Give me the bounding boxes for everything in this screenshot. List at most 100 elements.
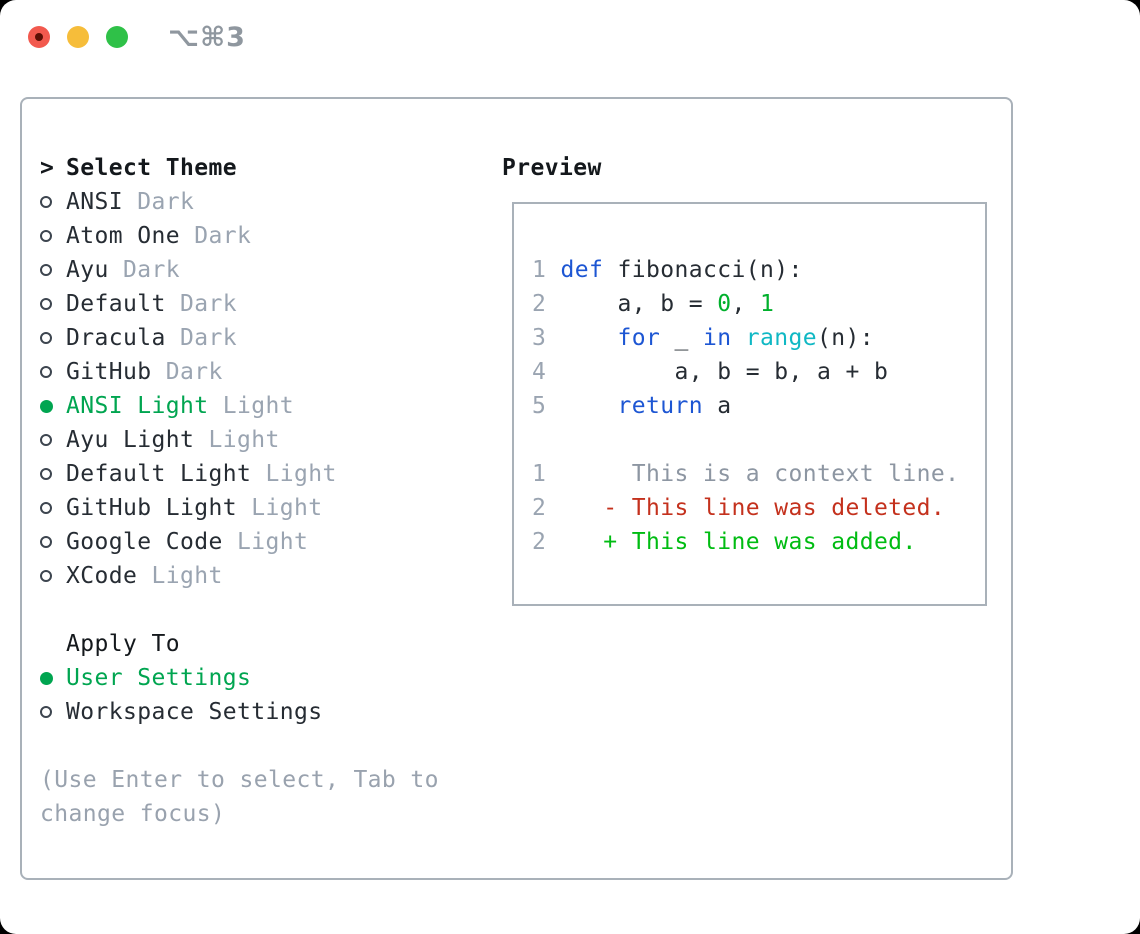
theme-option[interactable]: GitHub Light Light <box>40 491 337 525</box>
theme-option-radio[interactable] <box>40 434 66 446</box>
zoom-button[interactable] <box>106 26 128 48</box>
code-segment-num: 5 <box>532 393 561 419</box>
cursor-indicator: > <box>40 155 55 181</box>
theme-option-radio[interactable] <box>40 332 66 344</box>
theme-option-radio[interactable] <box>40 366 66 378</box>
code-segment-numlit: 1 <box>759 291 775 317</box>
code-line: 3 for _ in range(n): <box>532 321 985 355</box>
keyboard-shortcut-label: ⌥⌘3 <box>168 22 246 53</box>
unsaved-changes-dot <box>35 33 43 41</box>
theme-option-radio[interactable] <box>40 399 66 413</box>
radio-unselected-icon <box>40 570 52 582</box>
code-segment-plain: , <box>731 291 760 317</box>
code-line: 2 - This line was deleted. <box>532 491 985 525</box>
theme-option-variant: Light <box>137 563 223 589</box>
theme-option[interactable]: Ayu Dark <box>40 253 337 287</box>
radio-unselected-icon <box>40 502 52 514</box>
theme-option-radio[interactable] <box>40 536 66 548</box>
theme-option[interactable]: ANSI Dark <box>40 185 337 219</box>
theme-option-variant: Dark <box>165 291 237 317</box>
radio-unselected-icon <box>40 468 52 480</box>
theme-option[interactable]: Atom One Dark <box>40 219 337 253</box>
theme-option-label: GitHub Light <box>66 495 237 521</box>
theme-option[interactable]: Google Code Light <box>40 525 337 559</box>
minimize-button[interactable] <box>67 26 89 48</box>
code-segment-num: 1 <box>532 257 561 283</box>
theme-option-variant: Dark <box>179 223 252 249</box>
theme-option-radio[interactable] <box>40 502 66 514</box>
code-segment-kw: def <box>560 257 604 283</box>
apply-option-radio[interactable] <box>40 706 66 718</box>
code-segment-add: + This line was added. <box>560 529 917 555</box>
code-segment-plain: a, b = <box>560 291 718 317</box>
theme-option[interactable]: Default Light Light <box>40 457 337 491</box>
theme-option-radio[interactable] <box>40 230 66 242</box>
radio-unselected-icon <box>40 196 52 208</box>
radio-selected-icon <box>40 399 53 413</box>
preview-header: Preview <box>502 155 602 181</box>
theme-option-label: GitHub <box>66 359 152 385</box>
theme-option[interactable]: Ayu Light Light <box>40 423 337 457</box>
theme-option-variant: Dark <box>108 257 180 283</box>
theme-option-variant: Light <box>251 461 337 487</box>
code-segment-num: 2 <box>532 529 561 555</box>
code-segment-plain <box>732 325 746 351</box>
theme-option-radio[interactable] <box>40 570 66 582</box>
theme-option[interactable]: Default Dark <box>40 287 337 321</box>
hint-line-2: change focus) <box>40 801 226 827</box>
theme-option-variant: Dark <box>123 189 195 215</box>
code-segment-num: 1 <box>532 461 561 487</box>
theme-option-label: Google Code <box>66 529 223 555</box>
theme-option-variant: Light <box>194 427 280 453</box>
code-segment-del: - This line was deleted. <box>560 495 946 521</box>
titlebar: ⌥⌘3 <box>0 0 1140 75</box>
code-segment-kw: return <box>617 393 703 419</box>
theme-option-label: Ayu <box>66 257 109 283</box>
theme-option-label: Dracula <box>66 325 166 351</box>
code-segment-plain: a <box>702 393 732 419</box>
code-segment-plain: (n): <box>817 325 874 351</box>
theme-option[interactable]: Dracula Dark <box>40 321 337 355</box>
radio-unselected-icon <box>40 230 52 242</box>
theme-option-label: Atom One <box>66 223 180 249</box>
apply-option-label: User Settings <box>66 665 252 691</box>
theme-option[interactable]: GitHub Dark <box>40 355 337 389</box>
theme-option[interactable]: XCode Light <box>40 559 337 593</box>
theme-option-radio[interactable] <box>40 196 66 208</box>
code-line: 2 + This line was added. <box>532 525 985 559</box>
theme-option-variant: Light <box>208 393 294 419</box>
theme-option-radio[interactable] <box>40 298 66 310</box>
theme-option[interactable]: ANSI Light Light <box>40 389 337 423</box>
theme-option-label: ANSI Light <box>66 393 209 419</box>
theme-option-label: XCode <box>66 563 138 589</box>
radio-unselected-icon <box>40 434 52 446</box>
theme-option-radio[interactable] <box>40 264 66 276</box>
theme-option-variant: Light <box>236 495 323 521</box>
apply-option[interactable]: User Settings <box>40 661 322 695</box>
code-line: 1 This is a context line. <box>532 457 985 491</box>
code-line: 4 a, b = b, a + b <box>532 355 985 389</box>
code-segment-plain <box>561 325 618 351</box>
theme-option-label: Ayu Light <box>66 427 195 453</box>
apply-option-radio[interactable] <box>40 671 66 685</box>
close-button[interactable] <box>28 26 50 48</box>
radio-unselected-icon <box>40 332 52 344</box>
code-segment-plain <box>561 393 618 419</box>
code-segment-num: 3 <box>532 325 561 351</box>
theme-option-variant: Dark <box>151 359 223 385</box>
radio-selected-icon <box>40 671 53 685</box>
theme-option-variant: Dark <box>165 325 237 351</box>
code-segment-num: 4 <box>532 359 561 385</box>
theme-option-label: ANSI <box>66 189 123 215</box>
radio-unselected-icon <box>40 366 52 378</box>
theme-option-radio[interactable] <box>40 468 66 480</box>
apply-option[interactable]: Workspace Settings <box>40 695 322 729</box>
code-segment-numlit: 0 <box>717 291 732 317</box>
code-line: 5 return a <box>532 389 985 423</box>
usage-hint: (Use Enter to select, Tab to change focu… <box>40 763 439 831</box>
apply-to-header: Apply To <box>40 627 180 661</box>
